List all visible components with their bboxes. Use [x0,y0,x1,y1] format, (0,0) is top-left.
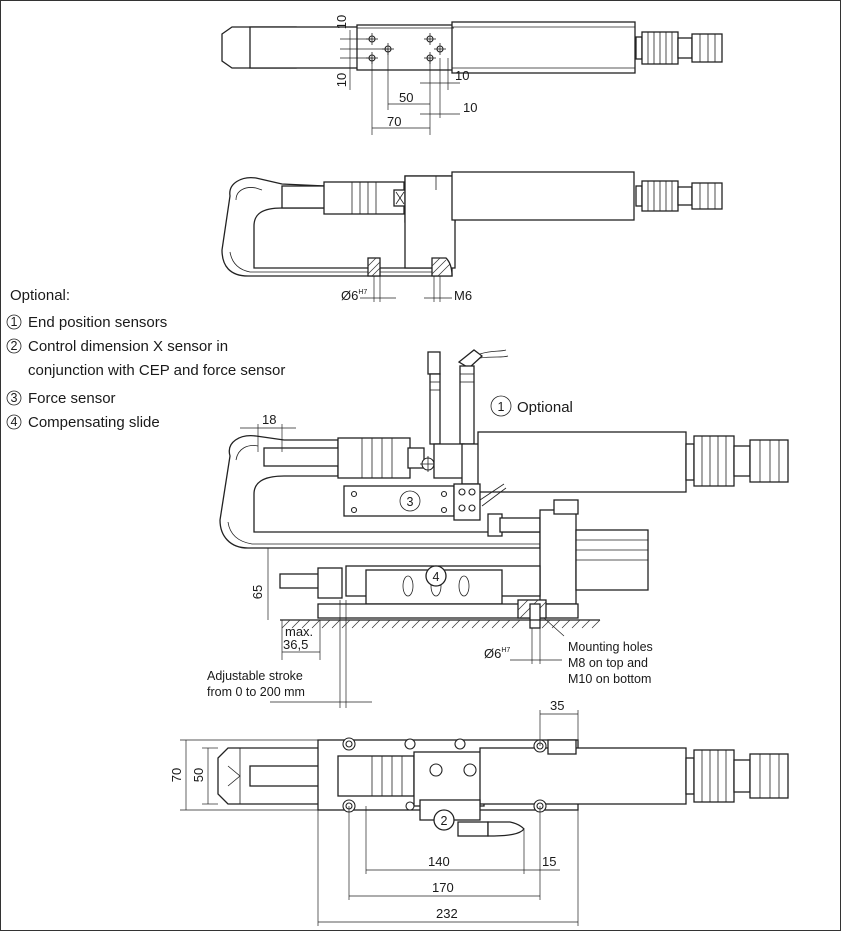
dim-bore-6-h7: Ø6H7 [484,646,510,661]
svg-text:1: 1 [11,315,18,329]
mounting-holes-line1: Mounting holes [568,640,653,654]
svg-text:2: 2 [11,339,18,353]
dim-10-top: 10 [334,15,349,29]
dim-15: 15 [542,854,556,869]
dim-170: 170 [432,880,454,895]
dim-36-5: 36,5 [283,637,308,652]
dim-232: 232 [436,906,458,921]
dim-bore-6: Ø6H7 [341,288,367,303]
svg-text:Compensating slide: Compensating slide [28,414,160,431]
dim-70: 70 [387,114,401,129]
ground-hatch [281,619,601,629]
stroke-line2: from 0 to 200 mm [207,685,305,699]
svg-text:Force sensor: Force sensor [28,390,116,407]
svg-text:4: 4 [11,415,18,429]
view-side: Ø6H7 M6 [221,171,723,303]
optional-legend: Optional: 1 End position sensors 2 Contr… [6,287,285,431]
dim-140: 140 [428,854,450,869]
dim-70-height: 70 [169,768,184,782]
dim-35: 35 [550,698,564,713]
callout-1-num: 1 [498,400,505,414]
mounting-holes-line3: M10 on bottom [568,672,651,686]
dim-thread-m6: M6 [454,288,472,303]
dim-10-right-a: 10 [455,68,469,83]
label-force-sensor: 3 [407,495,414,509]
view-top: 10 10 10 50 10 70 [221,15,723,135]
dim-50-height: 50 [191,768,206,782]
dim-65: 65 [250,585,265,599]
callout-optional: Optional [517,399,573,416]
legend-item-2: 2 Control dimension X sensor in conjunct… [6,338,285,379]
mounting-holes-line2: M8 on top and [568,656,648,670]
svg-text:Control dimension X sensor in: Control dimension X sensor in [28,338,228,355]
svg-text:3: 3 [11,391,18,405]
svg-text:conjunction with CEP and force: conjunction with CEP and force sensor [28,362,285,379]
dim-50: 50 [399,90,413,105]
dim-10-left: 10 [334,73,349,87]
svg-text:End position sensors: End position sensors [28,314,167,331]
legend-item-4: 4 Compensating slide [6,414,160,431]
view-plan: 2 35 70 50 140 15 170 232 [169,698,789,926]
legend-title: Optional: [10,287,70,304]
view-front-optional: 1 Optional 3 [207,349,789,708]
label-control-sensor: 2 [441,814,448,828]
label-compensating-slide: 4 [433,570,440,584]
stroke-line1: Adjustable stroke [207,669,303,683]
legend-item-3: 3 Force sensor [6,390,116,407]
dim-18: 18 [262,412,276,427]
dim-max: max. [285,624,313,639]
legend-item-1: 1 End position sensors [6,314,167,331]
dim-10-right-b: 10 [463,100,477,115]
